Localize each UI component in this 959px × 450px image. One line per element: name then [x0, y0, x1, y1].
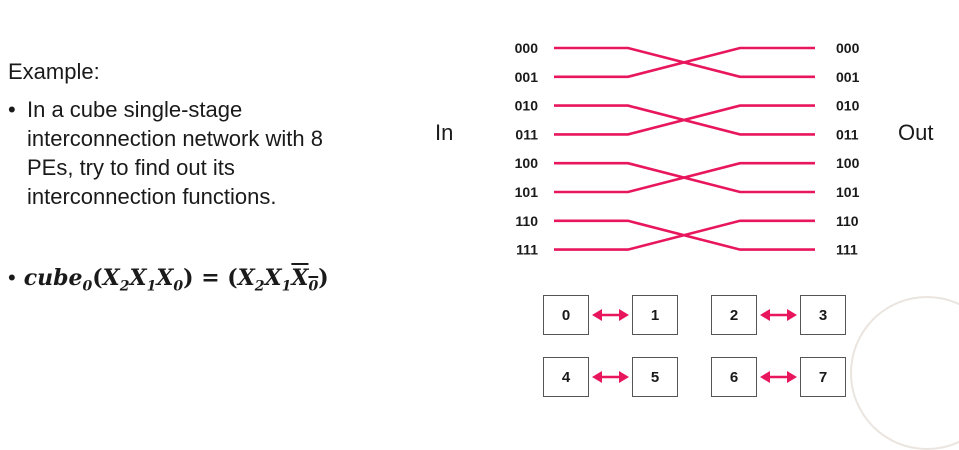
pe-box: 2 [711, 295, 757, 335]
cube-network-diagram: 0000010100111001011101110000010100111001… [515, 40, 860, 383]
output-address-label: 000 [836, 40, 860, 56]
pe-box: 0 [543, 295, 589, 335]
output-address-label: 111 [836, 242, 858, 258]
pe-box: 3 [800, 295, 846, 335]
arrowhead-left-icon [592, 309, 602, 321]
output-address-label: 010 [836, 98, 860, 114]
input-address-label: 110 [515, 213, 538, 229]
input-address-label: 111 [516, 242, 538, 258]
output-address-label: 110 [836, 213, 859, 229]
network-connection-line [554, 46, 815, 79]
arrowhead-left-icon [760, 309, 770, 321]
network-connection-line [554, 219, 815, 251]
network-connection-line [554, 104, 815, 136]
bullet-question-line-4: interconnection functions. [27, 184, 277, 209]
input-address-label: 010 [515, 98, 539, 114]
output-address-label: 101 [836, 184, 860, 200]
pe-box: 5 [632, 357, 678, 397]
input-address-label: 100 [515, 155, 539, 171]
pe-box: 7 [800, 357, 846, 397]
bullet-marker: • [8, 97, 16, 122]
network-connection-line [554, 161, 815, 194]
cube-function-formula: •cube0(X2X1X0) = (X2X1X0) [8, 265, 329, 295]
input-address-label: 001 [515, 69, 539, 85]
output-address-label: 100 [836, 155, 860, 171]
bullet-question-line-2: interconnection network with 8 [27, 126, 323, 151]
input-address-label: 011 [515, 126, 538, 142]
arrowhead-right-icon [787, 371, 797, 383]
arrowhead-left-icon [592, 371, 602, 383]
network-in-label: In [435, 120, 454, 145]
pe-box: 1 [632, 295, 678, 335]
bullet-question-line-3: PEs, try to find out its [27, 155, 235, 180]
pe-box: 4 [543, 357, 589, 397]
arrowhead-right-icon [619, 309, 629, 321]
arrowhead-right-icon [787, 309, 797, 321]
pe-box: 6 [711, 357, 757, 397]
input-address-label: 101 [515, 184, 539, 200]
bullet-question: • In a cube single-stage interconnection… [8, 95, 398, 211]
bullet-marker: • [8, 265, 16, 290]
network-out-label: Out [898, 120, 934, 145]
output-address-label: 001 [836, 69, 860, 85]
arrowhead-right-icon [619, 371, 629, 383]
example-heading: Example: [8, 59, 100, 84]
arrowhead-left-icon [760, 371, 770, 383]
output-address-label: 011 [836, 126, 859, 142]
input-address-label: 000 [515, 40, 539, 56]
bullet-question-line-1: In a cube single-stage [27, 97, 243, 122]
